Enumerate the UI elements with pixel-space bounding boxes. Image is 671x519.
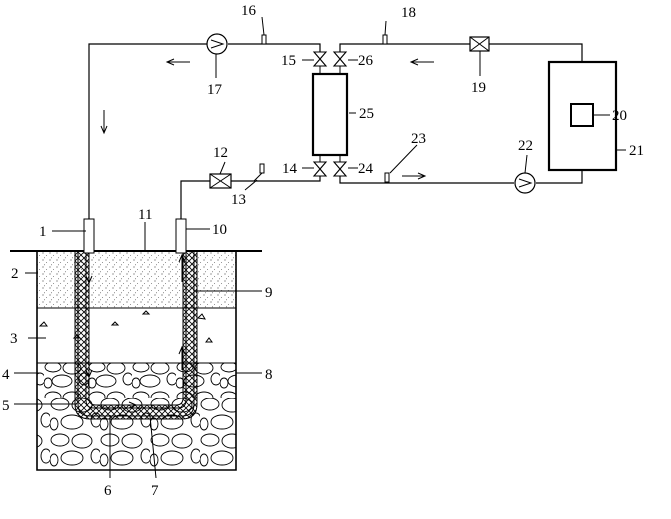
label-13: 13 (231, 192, 246, 208)
soil-layer-top (37, 251, 236, 308)
label-3: 3 (10, 331, 18, 347)
label-21: 21 (629, 143, 644, 159)
label-17: 17 (207, 82, 223, 98)
valves (312, 51, 348, 177)
throttle-valve-12 (209, 173, 232, 189)
label-24: 24 (358, 161, 374, 177)
heat-exchanger-25 (311, 72, 349, 157)
label-2: 2 (11, 266, 19, 282)
valve-15 (312, 51, 328, 67)
supply-pipe-left (88, 43, 207, 219)
inlet-pipe-stub (83, 218, 95, 254)
label-25: 25 (359, 106, 374, 122)
label-11: 11 (138, 207, 152, 223)
pipe-inner-edge (85, 251, 187, 409)
label-12: 12 (213, 145, 228, 161)
label-4: 4 (2, 367, 10, 383)
label-1: 1 (39, 224, 47, 240)
outlet-pipe-to-valve (231, 176, 321, 182)
pump-17 (206, 33, 228, 55)
label-14: 14 (282, 161, 298, 177)
label-6: 6 (104, 483, 112, 499)
label-8: 8 (265, 367, 273, 383)
pump-22 (514, 172, 536, 194)
u-tube-exchanger (74, 218, 198, 420)
outlet-pipe-stub (175, 218, 187, 254)
number-labels: 1 2 3 4 5 6 7 8 9 10 11 12 13 14 15 16 1… (2, 3, 644, 499)
pipe-outer-edge (77, 251, 195, 417)
borehole-wall (36, 251, 237, 471)
pipe-bottom-right-1 (339, 176, 514, 184)
label-16: 16 (241, 3, 257, 19)
pipe-top-right-2 (489, 43, 583, 62)
supply-pipe-top-left (228, 43, 321, 52)
label-18: 18 (401, 5, 416, 21)
leader-lines (14, 16, 626, 479)
label-10: 10 (212, 222, 227, 238)
label-7: 7 (151, 483, 159, 499)
label-20: 20 (612, 108, 627, 124)
label-15: 15 (281, 53, 296, 69)
valve-24 (332, 161, 348, 177)
valve-14 (312, 161, 328, 177)
label-5: 5 (2, 398, 10, 414)
valve-26 (332, 51, 348, 67)
label-19: 19 (471, 80, 486, 96)
label-22: 22 (518, 138, 533, 154)
label-23: 23 (411, 131, 426, 147)
terminal-unit-20 (570, 103, 594, 127)
pipe-flow-arrows (100, 58, 434, 180)
soil-layer-middle (37, 308, 236, 363)
gravel-layer (37, 363, 236, 398)
pipe-top-right-1 (339, 43, 470, 52)
outlet-pipe (180, 180, 210, 219)
label-9: 9 (265, 285, 273, 301)
label-26: 26 (358, 53, 374, 69)
throttle-valve-19 (469, 36, 490, 52)
